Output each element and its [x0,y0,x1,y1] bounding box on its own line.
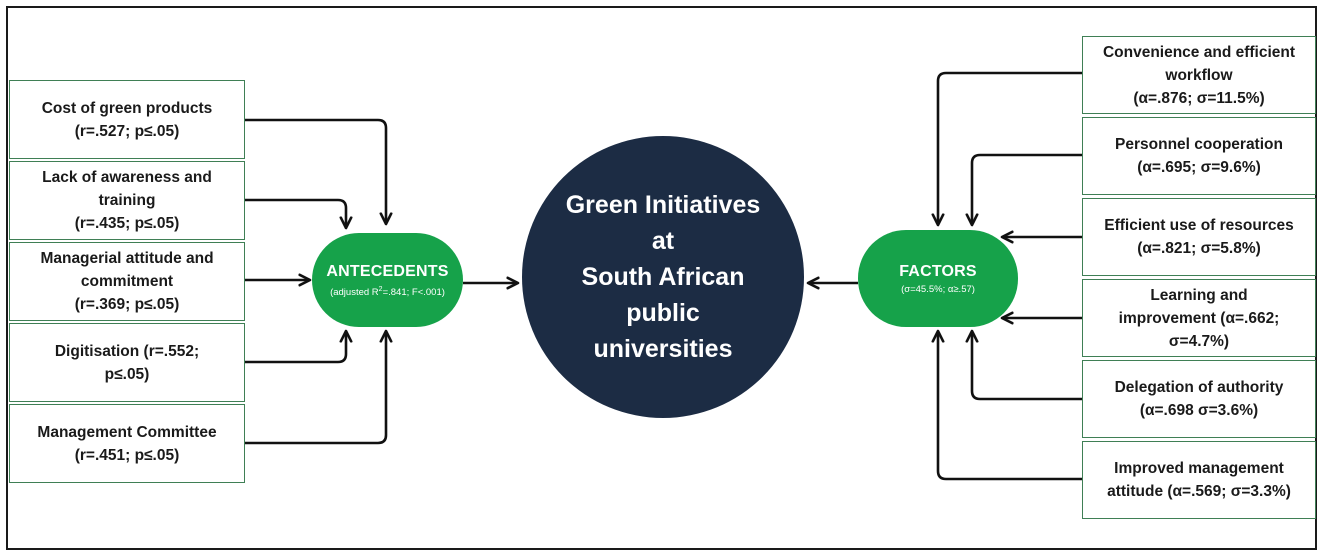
antecedent-item-committee: Management Committee (r=.451; p≤.05) [9,404,245,483]
antecedents-node: ANTECEDENTS (adjusted R2=.841; F<.001) [312,233,463,327]
antecedent-item-managerial: Managerial attitude and commitment (r=.3… [9,242,245,321]
antecedent-item-digitisation: Digitisation (r=.552; p≤.05) [9,323,245,402]
arrow-management-attitude [931,329,1082,481]
antecedent-item-cost: Cost of green products (r=.527; p≤.05) [9,80,245,159]
factor-item-resources: Efficient use of resources (α=.821; σ=5.… [1082,198,1316,276]
arrow-digitisation [245,329,353,364]
green-initiatives-node: Green Initiatives at South African publi… [522,136,804,418]
factor-item-convenience: Convenience and efficient workflow (α=.8… [1082,36,1316,114]
antecedents-label: ANTECEDENTS [326,262,449,280]
factors-stat: (σ=45.5%; α≥.57) [901,284,975,295]
antecedent-item-awareness: Lack of awareness and training (r=.435; … [9,161,245,240]
factors-label: FACTORS [899,263,977,280]
arrow-delegation [965,329,1082,401]
factor-item-delegation: Delegation of authority (α=.698 σ=3.6%) [1082,360,1316,438]
antecedents-stat: (adjusted R2=.841; F<.001) [330,285,445,299]
arrow-committee [245,329,393,445]
arrow-cost [245,118,393,226]
arrow-cooperation [965,153,1082,227]
factor-item-learning: Learning and improvement (α=.662; σ=4.7%… [1082,279,1316,357]
factor-item-cooperation: Personnel cooperation (α=.695; σ=9.6%) [1082,117,1316,195]
arrow-convenience [931,71,1082,227]
diagram-frame [6,6,1317,550]
arrow-awareness [245,198,353,230]
factors-node: FACTORS (σ=45.5%; α≥.57) [858,230,1018,327]
factor-item-management-attitude: Improved management attitude (α=.569; σ=… [1082,441,1316,519]
